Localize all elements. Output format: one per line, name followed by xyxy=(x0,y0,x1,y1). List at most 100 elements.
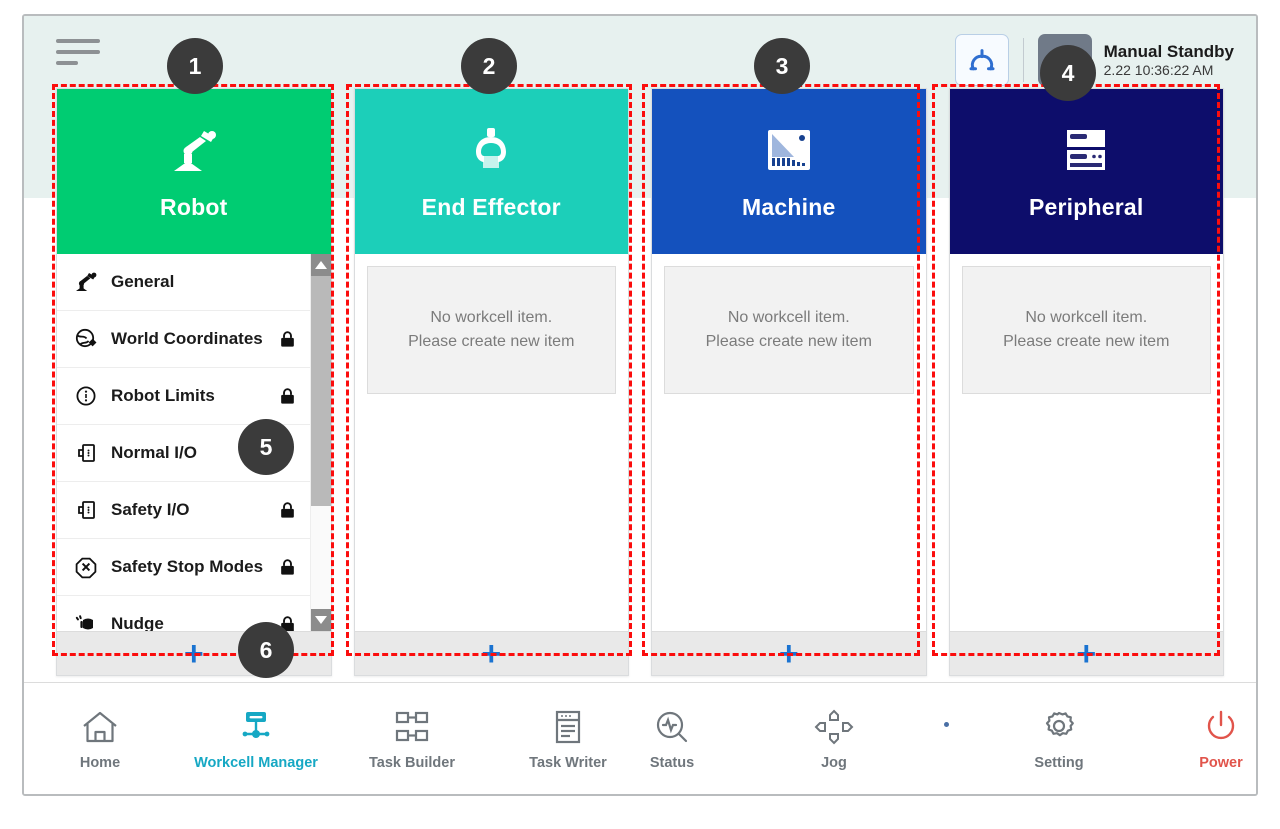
empty-state: No workcell item. Please create new item xyxy=(664,266,914,394)
scroll-down-button[interactable] xyxy=(310,609,331,631)
add-item-bar[interactable]: + xyxy=(949,631,1223,675)
power-icon xyxy=(1201,706,1241,748)
hamburger-icon[interactable] xyxy=(56,34,104,70)
annotation-badge-6: 6 xyxy=(238,622,294,678)
peripheral-column[interactable]: Peripheral No workcell item. Please crea… xyxy=(948,88,1224,676)
robot-item-list[interactable]: General World Coord xyxy=(57,254,331,631)
nav-label: Home xyxy=(79,755,121,771)
nav-item-workcell-manager[interactable]: Workcell Manager xyxy=(194,706,318,771)
empty-state-line2: Please create new item xyxy=(705,333,872,350)
peripheral-column-header[interactable]: Peripheral xyxy=(949,89,1223,254)
end-effector-column[interactable]: End Effector No workcell item. Please cr… xyxy=(353,88,629,676)
nav-item-setting[interactable]: Setting xyxy=(1007,706,1111,771)
nav-label: Status xyxy=(649,755,695,771)
task-builder-icon xyxy=(392,706,432,748)
nav-label: Power xyxy=(1199,755,1243,771)
annotation-badge-2: 2 xyxy=(461,38,517,94)
machine-icon xyxy=(764,122,814,178)
empty-state: No workcell item. Please create new item xyxy=(961,266,1211,394)
status-icon xyxy=(652,706,692,748)
add-item-bar[interactable]: + xyxy=(354,631,628,675)
list-item[interactable]: Safety Stop Modes xyxy=(57,539,331,596)
robot-arm-icon xyxy=(69,271,103,293)
lock-icon xyxy=(280,501,294,518)
jog-icon xyxy=(814,706,854,748)
list-item-label: General xyxy=(111,272,175,291)
empty-state-line1: No workcell item. xyxy=(430,309,553,326)
robot-column-body: General World Coord xyxy=(57,254,331,631)
status-timestamp: 2.22 10:36:22 AM xyxy=(1103,61,1214,78)
device-frame: Manual Standby 2.22 10:36:22 AM xyxy=(22,14,1258,796)
io-port-icon xyxy=(69,498,103,522)
end-effector-column-header[interactable]: End Effector xyxy=(354,89,628,254)
machine-column-header[interactable]: Machine xyxy=(652,89,926,254)
server-rack-icon xyxy=(1060,122,1112,178)
nav-label: Workcell Manager xyxy=(194,755,318,771)
nav-label: Setting xyxy=(1034,755,1084,771)
plus-icon: + xyxy=(1076,634,1097,673)
list-item[interactable]: Safety I/O xyxy=(57,482,331,539)
list-item[interactable]: General xyxy=(57,254,331,311)
task-writer-icon xyxy=(548,706,588,748)
robot-list-scrollbar[interactable] xyxy=(309,254,331,631)
workcell-manager-icon xyxy=(236,706,276,748)
robot-column[interactable]: Robot General xyxy=(56,88,332,676)
annotation-badge-5: 5 xyxy=(238,419,294,475)
status-title: Manual Standby xyxy=(1103,41,1234,61)
list-item-label: Normal I/O xyxy=(111,443,197,462)
bottom-nav-right: Status Jog xyxy=(620,706,1256,771)
robot-home-icon xyxy=(969,49,995,71)
list-item[interactable]: Nudge xyxy=(57,596,331,631)
nudge-hand-icon xyxy=(69,612,103,631)
plus-icon: + xyxy=(481,634,502,673)
lock-icon xyxy=(280,387,294,404)
bottom-nav: Home Workcell Mana xyxy=(24,682,1256,794)
robot-arm-icon xyxy=(166,122,222,178)
add-item-bar[interactable]: + xyxy=(652,631,926,675)
robot-column-title: Robot xyxy=(160,194,228,220)
nav-label: Jog xyxy=(821,755,847,771)
nav-item-task-builder[interactable]: Task Builder xyxy=(360,706,464,771)
end-effector-column-title: End Effector xyxy=(421,194,561,220)
bottom-nav-left: Home Workcell Mana xyxy=(24,706,620,771)
nav-item-home[interactable]: Home xyxy=(48,706,152,771)
empty-state-line2: Please create new item xyxy=(408,333,575,350)
workcell-columns: Robot General xyxy=(56,88,1224,676)
empty-state: No workcell item. Please create new item xyxy=(366,266,616,394)
separator-dot xyxy=(944,722,949,727)
status-area: Manual Standby 2.22 10:36:22 AM xyxy=(1104,41,1234,80)
gripper-icon xyxy=(465,122,517,178)
empty-state-line1: No workcell item. xyxy=(727,309,850,326)
nav-item-jog[interactable]: Jog xyxy=(782,706,886,771)
peripheral-column-body: No workcell item. Please create new item xyxy=(949,254,1223,631)
nav-label: Task Builder xyxy=(369,755,455,771)
list-item-label: Safety Stop Modes xyxy=(111,557,264,576)
annotation-badge-1: 1 xyxy=(167,38,223,94)
end-effector-column-body: No workcell item. Please create new item xyxy=(354,254,628,631)
plus-icon: + xyxy=(778,634,799,673)
list-item[interactable]: World Coordinates xyxy=(57,311,331,368)
machine-column-body: No workcell item. Please create new item xyxy=(652,254,926,631)
robot-home-button[interactable] xyxy=(954,34,1009,86)
nav-item-power[interactable]: Power xyxy=(1169,706,1256,771)
lock-icon xyxy=(280,330,294,347)
nav-label: Task Writer xyxy=(529,755,607,771)
home-icon xyxy=(80,706,120,748)
scrollbar-thumb[interactable] xyxy=(310,276,331,506)
robot-limits-icon xyxy=(69,384,103,408)
robot-column-header[interactable]: Robot xyxy=(57,89,331,254)
nav-item-status[interactable]: Status xyxy=(620,706,724,771)
nav-item-task-writer[interactable]: Task Writer xyxy=(516,706,620,771)
lock-icon xyxy=(280,558,294,575)
empty-state-line1: No workcell item. xyxy=(1025,309,1148,326)
list-item[interactable]: Robot Limits xyxy=(57,368,331,425)
machine-column[interactable]: Machine No workcell item. Please create … xyxy=(651,88,927,676)
safety-stop-icon xyxy=(69,555,103,579)
annotation-badge-3: 3 xyxy=(754,38,810,94)
peripheral-column-title: Peripheral xyxy=(1029,194,1144,220)
io-port-icon xyxy=(69,441,103,465)
empty-state-line2: Please create new item xyxy=(1003,333,1170,350)
scroll-up-button[interactable] xyxy=(310,254,331,276)
list-item-label: Safety I/O xyxy=(111,500,190,519)
